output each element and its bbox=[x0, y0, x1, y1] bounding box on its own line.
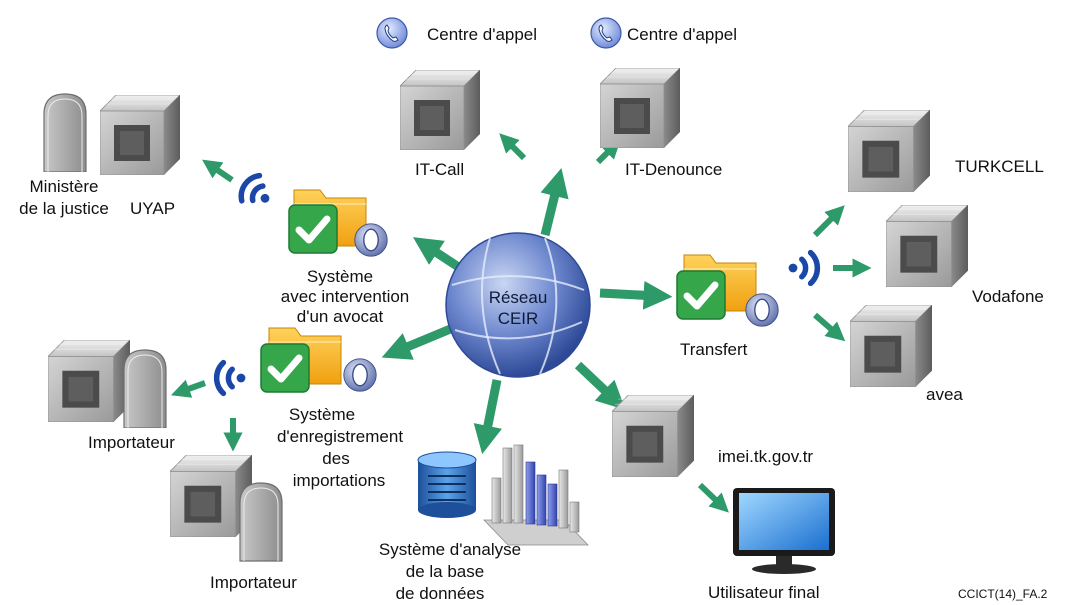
arrow-to-avea bbox=[813, 312, 846, 342]
small-arrows bbox=[170, 133, 872, 513]
turkcell-label: TURKCELL bbox=[955, 157, 1044, 176]
uyap-server-icon bbox=[100, 95, 180, 175]
bar-chart-icon bbox=[483, 444, 589, 546]
arrow-to-uyap bbox=[202, 159, 234, 183]
ministry-label-line2: de la justice bbox=[19, 199, 109, 218]
lawyer-system-line3: d'un avocat bbox=[297, 307, 384, 326]
ceir-hub: Réseau CEIR bbox=[445, 232, 591, 378]
call-center-label-1: Centre d'appel bbox=[427, 25, 537, 44]
phone-icon bbox=[376, 17, 408, 49]
importer-building-icon bbox=[239, 482, 283, 562]
ministry-building-icon bbox=[43, 93, 87, 172]
arrow-to-transfer bbox=[599, 280, 673, 310]
ring-icon bbox=[354, 223, 388, 257]
arrow-to-lawyer-system bbox=[412, 237, 463, 272]
arrow-to-it-denounce bbox=[595, 139, 621, 165]
arrows bbox=[381, 168, 673, 455]
lawyer-system-line1: Système bbox=[307, 267, 373, 286]
call-center-label-2: Centre d'appel bbox=[627, 25, 737, 44]
checkmark-icon bbox=[261, 344, 309, 392]
arrow-to-imei bbox=[574, 361, 626, 410]
uyap-label: UYAP bbox=[130, 199, 175, 218]
arrow-to-turkcell bbox=[812, 205, 845, 238]
arrow-to-db bbox=[473, 379, 502, 455]
wireless-signal-icon bbox=[789, 253, 818, 284]
database-icon bbox=[417, 451, 477, 518]
importer-building-icon bbox=[123, 349, 167, 428]
db-system-line1: Système d'analyse bbox=[379, 540, 521, 559]
ring-icon bbox=[745, 293, 779, 327]
it-call-server-icon bbox=[400, 70, 480, 150]
arrow-to-importer-1 bbox=[170, 379, 207, 398]
it-denounce-server-icon bbox=[600, 68, 680, 148]
import-system-line3: des bbox=[322, 449, 349, 468]
import-system-line2: d'enregistrement bbox=[277, 427, 403, 446]
monitor-icon bbox=[733, 488, 835, 574]
wireless-signal-icon bbox=[236, 172, 277, 214]
db-system-line2: de la base bbox=[406, 562, 484, 581]
arrow-to-end-user bbox=[697, 482, 729, 513]
ring-icon bbox=[343, 358, 377, 392]
imei-site-label: imei.tk.gov.tr bbox=[718, 447, 813, 466]
hub-label-line2: CEIR bbox=[498, 309, 539, 328]
figure-id-label: CCICT(14)_FA.2 bbox=[958, 587, 1048, 601]
lawyer-system-line2: avec intervention bbox=[281, 287, 410, 306]
vodafone-server-icon bbox=[886, 205, 968, 287]
transfer-label: Transfert bbox=[680, 340, 748, 359]
importer-label-1: Importateur bbox=[88, 433, 175, 452]
imei-server-icon bbox=[612, 395, 694, 477]
import-system-line4: importations bbox=[293, 471, 386, 490]
avea-server-icon bbox=[850, 305, 932, 387]
end-user-label: Utilisateur final bbox=[708, 583, 820, 602]
db-system-line3: de données bbox=[396, 584, 485, 603]
hub-label-line1: Réseau bbox=[489, 288, 548, 307]
checkmark-icon bbox=[289, 205, 337, 253]
checkmark-icon bbox=[677, 271, 725, 319]
wireless-signal-icon bbox=[217, 363, 246, 394]
arrow-to-it-call bbox=[499, 133, 527, 161]
phone-icon bbox=[590, 17, 622, 49]
it-denounce-label: IT-Denounce bbox=[625, 160, 722, 179]
import-system-line1: Système bbox=[289, 405, 355, 424]
vodafone-label: Vodafone bbox=[972, 287, 1044, 306]
turkcell-server-icon bbox=[848, 110, 930, 192]
arrow-to-it-call-up bbox=[540, 168, 569, 237]
avea-label: avea bbox=[926, 385, 963, 404]
importer-label-2: Importateur bbox=[210, 573, 297, 592]
ministry-label-line1: Ministère bbox=[30, 177, 99, 196]
arrow-to-import-system bbox=[381, 320, 462, 360]
it-call-label: IT-Call bbox=[415, 160, 464, 179]
importer-server-icon bbox=[48, 340, 130, 422]
